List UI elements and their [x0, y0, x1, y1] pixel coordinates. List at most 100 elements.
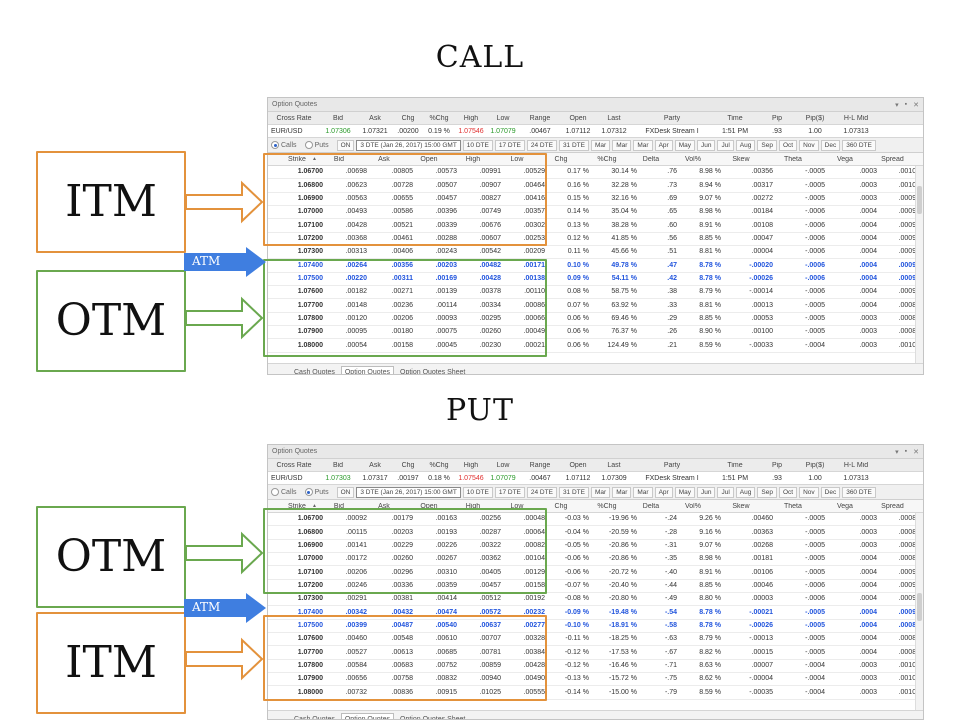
- column-header[interactable]: Open: [420, 155, 438, 163]
- table-row[interactable]: 1.06700.00092.00179.00163.00256.00048-0.…: [268, 513, 923, 527]
- column-header[interactable]: Vol%: [684, 502, 701, 510]
- expiry-tab-selected[interactable]: 3 DTE (Jan 26, 2017) 15:00 GMT: [356, 486, 461, 498]
- expiry-tab[interactable]: Oct: [778, 486, 798, 498]
- column-header[interactable]: %Chg: [597, 155, 617, 163]
- column-header[interactable]: Theta: [784, 502, 802, 510]
- column-header[interactable]: Delta: [642, 502, 660, 510]
- column-header[interactable]: Bid: [333, 155, 345, 163]
- pin-icon[interactable]: ▪: [904, 447, 908, 455]
- expiry-tab[interactable]: Dec: [820, 139, 841, 151]
- column-header[interactable]: High: [465, 155, 481, 163]
- expiry-tab[interactable]: Sep: [757, 139, 777, 151]
- expiry-tab[interactable]: 31 DTE: [558, 139, 589, 151]
- bottom-tab[interactable]: Cash Quotes: [294, 715, 335, 720]
- expiry-tab[interactable]: Jun: [697, 139, 716, 151]
- minimize-icon[interactable]: ▾: [895, 448, 899, 456]
- radio-puts[interactable]: Puts: [304, 141, 329, 149]
- expiry-tab[interactable]: Aug: [735, 139, 756, 151]
- expiry-tab[interactable]: May: [674, 139, 695, 151]
- column-header[interactable]: Vega: [836, 155, 853, 163]
- radio-puts-dot[interactable]: [304, 141, 313, 149]
- expiry-tab[interactable]: Sep: [757, 486, 777, 498]
- expiry-tab[interactable]: Mar: [590, 139, 611, 151]
- expiry-tab[interactable]: Apr: [654, 486, 673, 498]
- expiry-tab[interactable]: Nov: [799, 486, 819, 498]
- expiry-tab[interactable]: Jul: [717, 139, 734, 151]
- cross-rate-select[interactable]: EUR/USD: [271, 474, 303, 482]
- bottom-tab[interactable]: Option Quotes: [340, 365, 394, 374]
- table-row[interactable]: 1.07900.00656.00758.00832.00940.00490-0.…: [268, 673, 923, 687]
- expiry-tab[interactable]: 24 DTE: [526, 139, 557, 151]
- expiry-tab[interactable]: Mar: [590, 486, 611, 498]
- minimize-icon[interactable]: ▾: [895, 101, 899, 109]
- close-icon[interactable]: ✕: [913, 448, 919, 456]
- expiry-tab[interactable]: 360 DTE: [842, 486, 876, 498]
- column-header[interactable]: Low: [510, 155, 524, 163]
- strike-column-header[interactable]: Strike: [288, 502, 306, 510]
- expiry-tab[interactable]: 10 DTE: [462, 486, 493, 498]
- column-header[interactable]: Chg: [554, 502, 568, 510]
- expiry-tab[interactable]: Nov: [799, 139, 819, 151]
- column-header[interactable]: Skew: [732, 502, 750, 510]
- table-row[interactable]: 1.07200.00246.00336.00359.00457.00158-0.…: [268, 580, 923, 594]
- radio-puts-dot[interactable]: [304, 488, 313, 496]
- column-header[interactable]: Vol%: [684, 155, 701, 163]
- expiry-tab[interactable]: 31 DTE: [558, 486, 589, 498]
- column-header[interactable]: Delta: [642, 155, 660, 163]
- expiry-tab[interactable]: 17 DTE: [494, 486, 525, 498]
- expiry-tab[interactable]: Jun: [697, 486, 716, 498]
- table-row[interactable]: 1.07700.00527.00613.00685.00781.00384-0.…: [268, 646, 923, 660]
- radio-calls[interactable]: Calls: [271, 141, 297, 149]
- column-header[interactable]: Skew: [732, 155, 750, 163]
- expiry-tab[interactable]: Jul: [717, 486, 734, 498]
- expiry-tab[interactable]: 10 DTE: [462, 139, 493, 151]
- expiry-tab[interactable]: Aug: [735, 486, 756, 498]
- expiry-tab[interactable]: Mar: [633, 139, 653, 151]
- expiry-tab-selected[interactable]: 3 DTE (Jan 26, 2017) 15:00 GMT: [356, 139, 461, 151]
- column-header[interactable]: Spread: [881, 502, 904, 510]
- expiry-tab[interactable]: 360 DTE: [842, 139, 876, 151]
- column-header[interactable]: Bid: [333, 502, 345, 510]
- radio-calls-dot[interactable]: [271, 141, 279, 149]
- column-header[interactable]: Vega: [836, 502, 853, 510]
- put-vertical-scrollbar[interactable]: [915, 513, 923, 710]
- table-row[interactable]: 1.07600.00460.00548.00610.00707.00328-0.…: [268, 633, 923, 647]
- column-header[interactable]: Ask: [378, 155, 390, 163]
- bottom-tab[interactable]: Cash Quotes: [294, 368, 335, 375]
- column-header[interactable]: Open: [420, 502, 438, 510]
- pin-icon[interactable]: ▪: [904, 100, 908, 108]
- expiry-tab[interactable]: Dec: [820, 486, 841, 498]
- table-row[interactable]: 1.07100.00206.00296.00310.00405.00129-0.…: [268, 566, 923, 580]
- expiry-tab[interactable]: Mar: [612, 139, 632, 151]
- column-header[interactable]: Chg: [554, 155, 568, 163]
- expiry-tab[interactable]: May: [674, 486, 695, 498]
- radio-puts[interactable]: Puts: [304, 488, 329, 496]
- expiry-tab[interactable]: Mar: [633, 486, 653, 498]
- expiry-tab[interactable]: 17 DTE: [494, 139, 525, 151]
- on-button[interactable]: ON: [336, 486, 355, 498]
- call-vertical-scrollbar[interactable]: [915, 166, 923, 363]
- cross-rate-select[interactable]: EUR/USD: [271, 127, 303, 135]
- close-icon[interactable]: ✕: [913, 101, 919, 109]
- expiry-tab[interactable]: 24 DTE: [526, 486, 557, 498]
- expiry-tab[interactable]: Oct: [778, 139, 798, 151]
- table-row[interactable]: 1.07300.00291.00381.00414.00512.00192-0.…: [268, 593, 923, 607]
- column-header[interactable]: Ask: [378, 502, 390, 510]
- expiry-tab[interactable]: Mar: [612, 486, 632, 498]
- column-header[interactable]: Low: [510, 502, 524, 510]
- column-header[interactable]: %Chg: [597, 502, 617, 510]
- table-row[interactable]: 1.07500.00399.00487.00540.00637.00277-0.…: [268, 620, 923, 634]
- table-row[interactable]: 1.06900.00141.00229.00226.00322.00082-0.…: [268, 540, 923, 554]
- bottom-tab[interactable]: Option Quotes: [340, 712, 394, 719]
